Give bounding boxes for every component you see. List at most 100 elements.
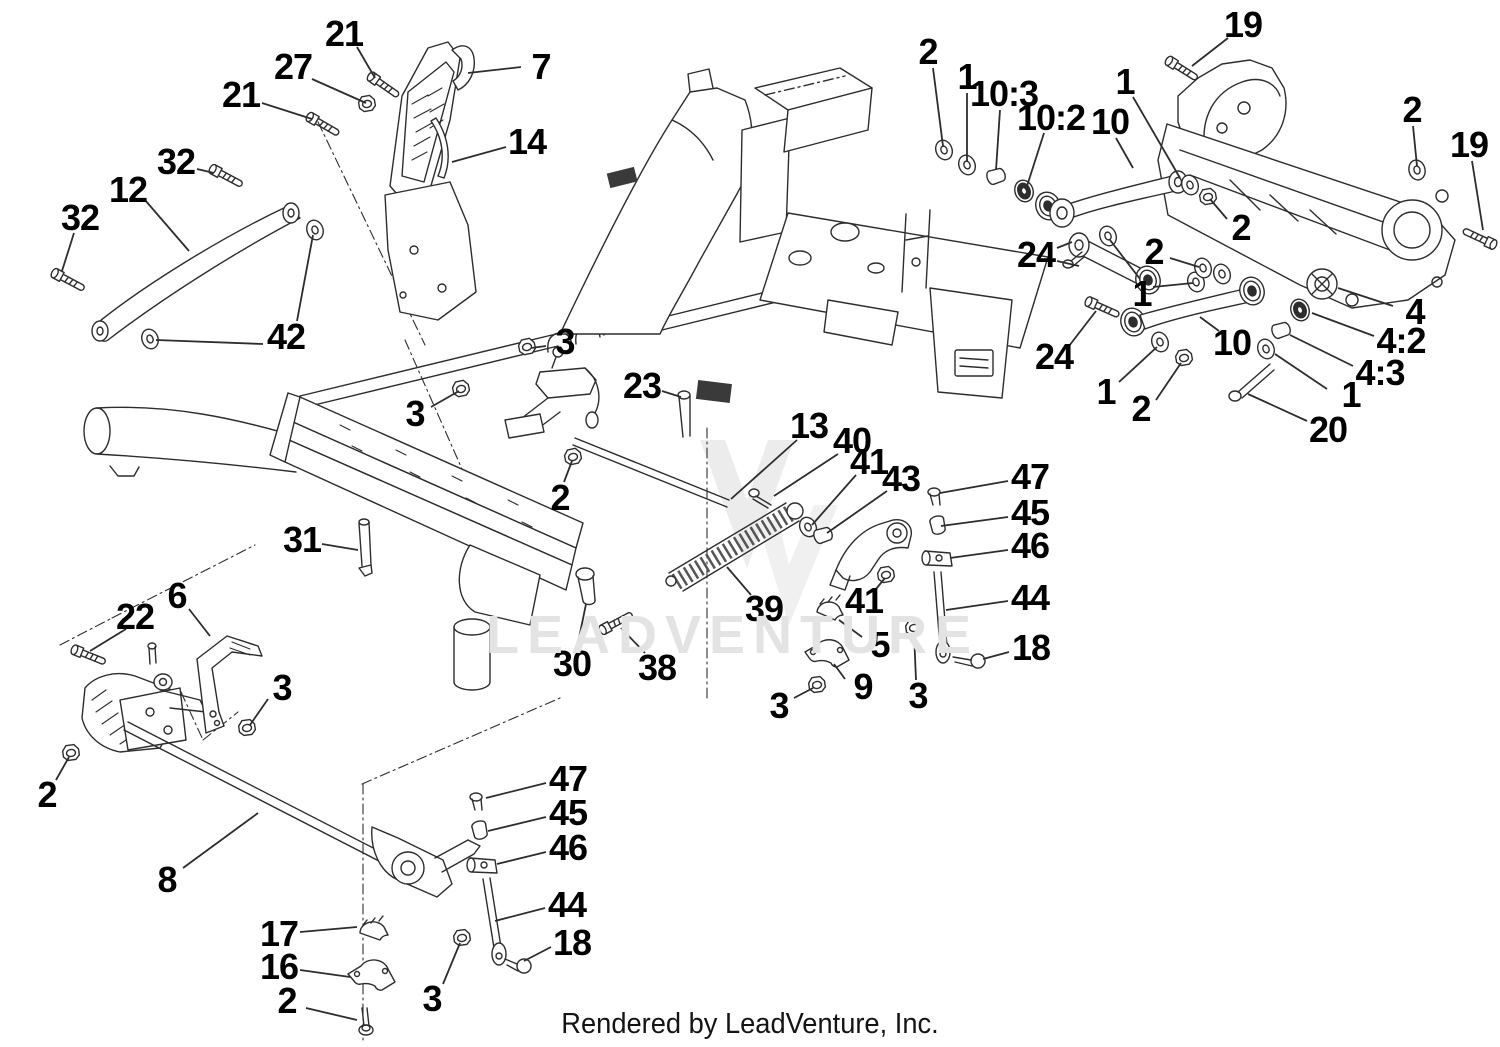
- callout-label[interactable]: 21: [324, 13, 364, 54]
- callout-label[interactable]: 39: [744, 588, 784, 629]
- callout-label[interactable]: 2: [1144, 231, 1164, 272]
- leader-line: [913, 632, 917, 681]
- callout-label[interactable]: 23: [622, 365, 662, 406]
- leader-line: [1199, 316, 1220, 332]
- callout-label[interactable]: 20: [1308, 409, 1348, 450]
- leader-line: [182, 812, 259, 869]
- leader-line: [773, 453, 839, 497]
- leader-line: [940, 516, 1009, 527]
- leader-line: [494, 907, 546, 922]
- leader-line: [311, 78, 367, 104]
- callout-label[interactable]: 41: [849, 441, 889, 482]
- leader-line: [299, 926, 358, 933]
- callout-label[interactable]: 12: [108, 169, 148, 210]
- leader-line: [467, 66, 522, 74]
- callout-label[interactable]: 1: [1096, 371, 1116, 412]
- callout-label[interactable]: 1: [1341, 374, 1361, 415]
- callout-label[interactable]: 43: [881, 458, 921, 499]
- callout-label[interactable]: 2: [918, 31, 938, 72]
- callout-label[interactable]: 22: [115, 596, 155, 637]
- callout-label[interactable]: 17: [259, 913, 299, 954]
- callout-label[interactable]: 30: [552, 643, 592, 684]
- leader-line: [530, 345, 547, 349]
- callout-label[interactable]: 4: [1405, 291, 1425, 332]
- callout-label[interactable]: 10:2: [1016, 97, 1086, 138]
- callout-label[interactable]: 2: [37, 774, 57, 815]
- callout-label[interactable]: 42: [266, 316, 306, 357]
- leader-line: [1109, 239, 1141, 280]
- callout-label[interactable]: 3: [908, 675, 928, 716]
- callout-label[interactable]: 4:2: [1376, 320, 1426, 361]
- leader-line: [793, 687, 814, 699]
- leader-line: [811, 474, 857, 526]
- callout-label[interactable]: 19: [1223, 4, 1263, 45]
- callout-label[interactable]: 21: [221, 74, 261, 115]
- callout-label[interactable]: 9: [853, 666, 873, 707]
- callout-label[interactable]: 46: [1010, 525, 1050, 566]
- callout-label[interactable]: 5: [870, 624, 890, 665]
- callout-label[interactable]: 2: [550, 477, 570, 518]
- callout-label[interactable]: 1: [1132, 273, 1152, 314]
- callout-label[interactable]: 40: [832, 420, 872, 461]
- leader-line: [1412, 125, 1418, 167]
- callout-label[interactable]: 10: [1212, 322, 1252, 363]
- callout-label[interactable]: 2: [1131, 388, 1151, 429]
- leader-line: [249, 698, 269, 726]
- callout-label[interactable]: 19: [1449, 124, 1489, 165]
- callout-label[interactable]: 32: [60, 197, 100, 238]
- callout-label[interactable]: 46: [548, 827, 588, 868]
- leader-line: [1311, 312, 1375, 337]
- leader-line: [730, 439, 798, 500]
- callout-label[interactable]: 10: [1090, 101, 1130, 142]
- callout-label[interactable]: 18: [552, 922, 592, 963]
- leader-line: [1155, 362, 1182, 401]
- callout-label[interactable]: 2: [1402, 89, 1422, 130]
- callout-label[interactable]: 7: [531, 46, 551, 87]
- callout-label[interactable]: 13: [789, 405, 829, 446]
- callout-label[interactable]: 3: [422, 978, 442, 1019]
- callout-label[interactable]: 32: [156, 141, 196, 182]
- callout-label[interactable]: 18: [1011, 627, 1051, 668]
- leader-line: [945, 600, 1009, 611]
- leader-line: [995, 109, 1001, 171]
- leader-line: [321, 543, 359, 551]
- leader-line: [838, 619, 863, 638]
- callout-label[interactable]: 16: [259, 946, 299, 987]
- callout-label[interactable]: 45: [1010, 492, 1050, 533]
- leader-line: [296, 234, 314, 322]
- callout-label[interactable]: 44: [547, 884, 587, 925]
- leader-line: [496, 851, 547, 865]
- leader-line: [1068, 310, 1097, 347]
- callout-label[interactable]: 14: [507, 121, 547, 162]
- leader-line: [982, 651, 1010, 660]
- callout-label[interactable]: 3: [272, 667, 292, 708]
- callout-label[interactable]: 1: [957, 56, 977, 97]
- callout-label[interactable]: 24: [1016, 234, 1056, 275]
- callout-label[interactable]: 47: [548, 758, 588, 799]
- callout-label[interactable]: 2: [1231, 207, 1251, 248]
- callout-label[interactable]: 3: [555, 321, 575, 362]
- leader-line: [1026, 132, 1045, 187]
- callout-label[interactable]: 8: [157, 859, 177, 900]
- callout-label[interactable]: 3: [769, 685, 789, 726]
- callout-label[interactable]: 45: [548, 792, 588, 833]
- leader-line: [1247, 393, 1308, 422]
- callout-label[interactable]: 31: [282, 519, 322, 560]
- callout-label[interactable]: 6: [167, 575, 187, 616]
- callout-label[interactable]: 10:3: [969, 73, 1039, 114]
- callout-label[interactable]: 41: [844, 580, 884, 621]
- leader-line: [89, 628, 127, 652]
- callout-label[interactable]: 44: [1010, 577, 1050, 618]
- callout-label[interactable]: 1: [1115, 61, 1135, 102]
- callout-label[interactable]: 24: [1034, 336, 1074, 377]
- leader-line: [1056, 241, 1073, 249]
- callout-label[interactable]: 38: [637, 647, 677, 688]
- callout-label[interactable]: 47: [1010, 456, 1050, 497]
- leader-line: [61, 232, 75, 272]
- callout-label[interactable]: 2: [277, 980, 297, 1021]
- callout-label[interactable]: 4:3: [1355, 352, 1405, 393]
- callout-label[interactable]: 27: [273, 46, 313, 87]
- callout-label[interactable]: 3: [405, 393, 425, 434]
